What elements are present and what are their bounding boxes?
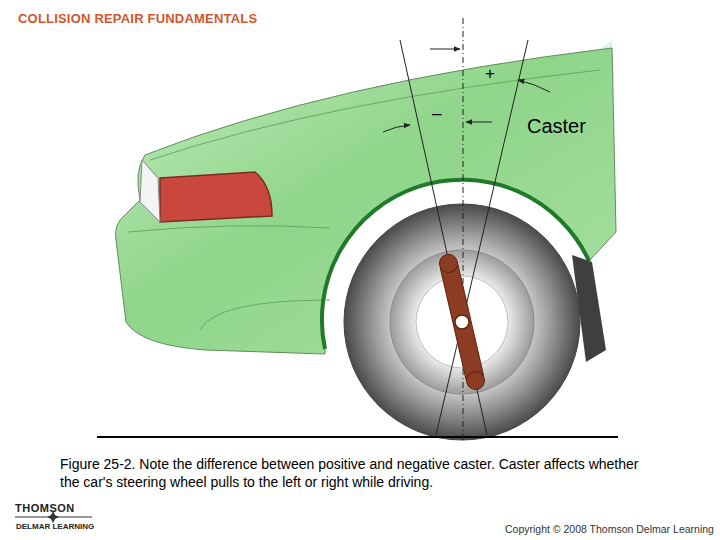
arrow <box>466 122 492 123</box>
copyright-note: Copyright © 2008 Thomson Delmar Learning <box>505 523 714 535</box>
wheel-rim <box>390 250 534 394</box>
upper-pivot <box>438 253 460 275</box>
arrow <box>518 80 550 92</box>
panel-line <box>200 300 330 330</box>
spindle <box>455 315 469 329</box>
sign-label: – <box>432 104 441 124</box>
figure-caption: Figure 25-2. Note the difference between… <box>60 455 650 491</box>
tire <box>344 204 580 440</box>
negative-caster-line <box>436 40 528 435</box>
headlamp <box>160 172 272 222</box>
arrow <box>383 125 410 132</box>
slide-title: COLLISION REPAIR FUNDAMENTALS <box>18 11 257 26</box>
bumper-line <box>128 226 330 232</box>
sign-label: + <box>485 64 495 84</box>
headlamp-lens <box>140 160 160 222</box>
logo-text: DELMAR LEARNING <box>16 522 94 531</box>
strut-body <box>440 262 485 383</box>
positive-caster-line <box>400 40 487 435</box>
logo-text: THOMSON <box>15 502 75 514</box>
lower-pivot <box>465 370 487 392</box>
ground-line <box>97 436 618 438</box>
arrow <box>430 49 460 50</box>
hood-line <box>150 70 600 160</box>
angle-label: Caster <box>527 115 586 138</box>
true-vertical <box>463 18 464 440</box>
steering-strut <box>438 253 487 392</box>
